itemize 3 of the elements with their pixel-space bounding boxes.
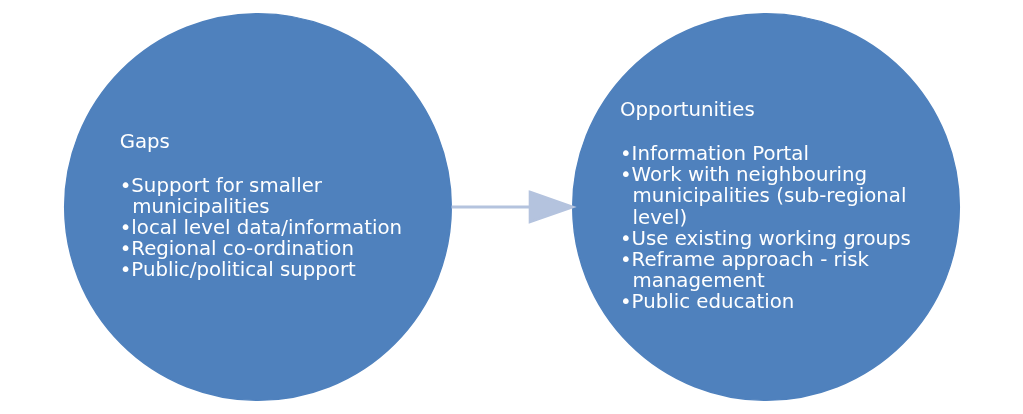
node-circle: Opportunities •Information Portal •Work with neighbouring municipalities (sub-regional level) •Use existing working groups •Reframe approach - risk management •Public education [571, 12, 960, 402]
node-circle: Gaps •Support for smaller municipalities •local level data/information •Regional co-ordination •Public/political support [63, 12, 452, 402]
arrow [450, 190, 577, 224]
